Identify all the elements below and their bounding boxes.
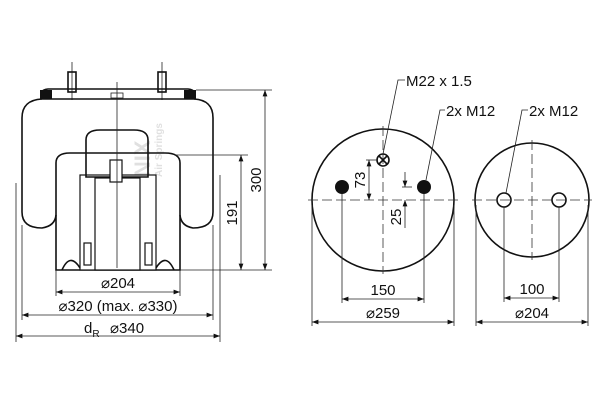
studs-label-bottom: 2x M12 <box>529 103 578 120</box>
thread-label: M22 x 1.5 <box>406 73 472 90</box>
dim-150: 150 <box>370 282 395 299</box>
dim-73: 73 <box>352 172 369 189</box>
dim-320: ⌀320 (max. ⌀330) <box>59 298 178 315</box>
dim-340: ⌀340 <box>110 320 144 337</box>
bellow <box>21 98 214 229</box>
dim-300: 300 <box>248 167 265 192</box>
side-view: 300 191 ⌀204 ⌀320 (max. ⌀330) dR ⌀340 <box>15 62 272 342</box>
stud-left <box>67 71 77 93</box>
stud-hole <box>417 180 431 194</box>
bump-stop <box>85 129 149 178</box>
bottom-plate-view: 2x M12 100 ⌀204 <box>472 103 592 326</box>
dim-25: 25 <box>388 209 405 226</box>
stud-right <box>157 71 167 93</box>
top-plate-view: M22 x 1.5 2x M12 73 25 150 ⌀259 <box>308 73 495 326</box>
studs-label: 2x M12 <box>446 103 495 120</box>
dim-204-bottom: ⌀204 <box>515 305 549 322</box>
svg-text:Air Springs: Air Springs <box>154 123 165 177</box>
dim-191: 191 <box>224 200 241 225</box>
dim-100: 100 <box>519 281 544 298</box>
dim-dr-label: dR <box>84 320 100 340</box>
piston <box>55 152 181 271</box>
dim-259: ⌀259 <box>366 305 400 322</box>
top-plate <box>40 88 196 100</box>
dim-204: ⌀204 <box>101 275 135 292</box>
stud-hole <box>335 180 349 194</box>
